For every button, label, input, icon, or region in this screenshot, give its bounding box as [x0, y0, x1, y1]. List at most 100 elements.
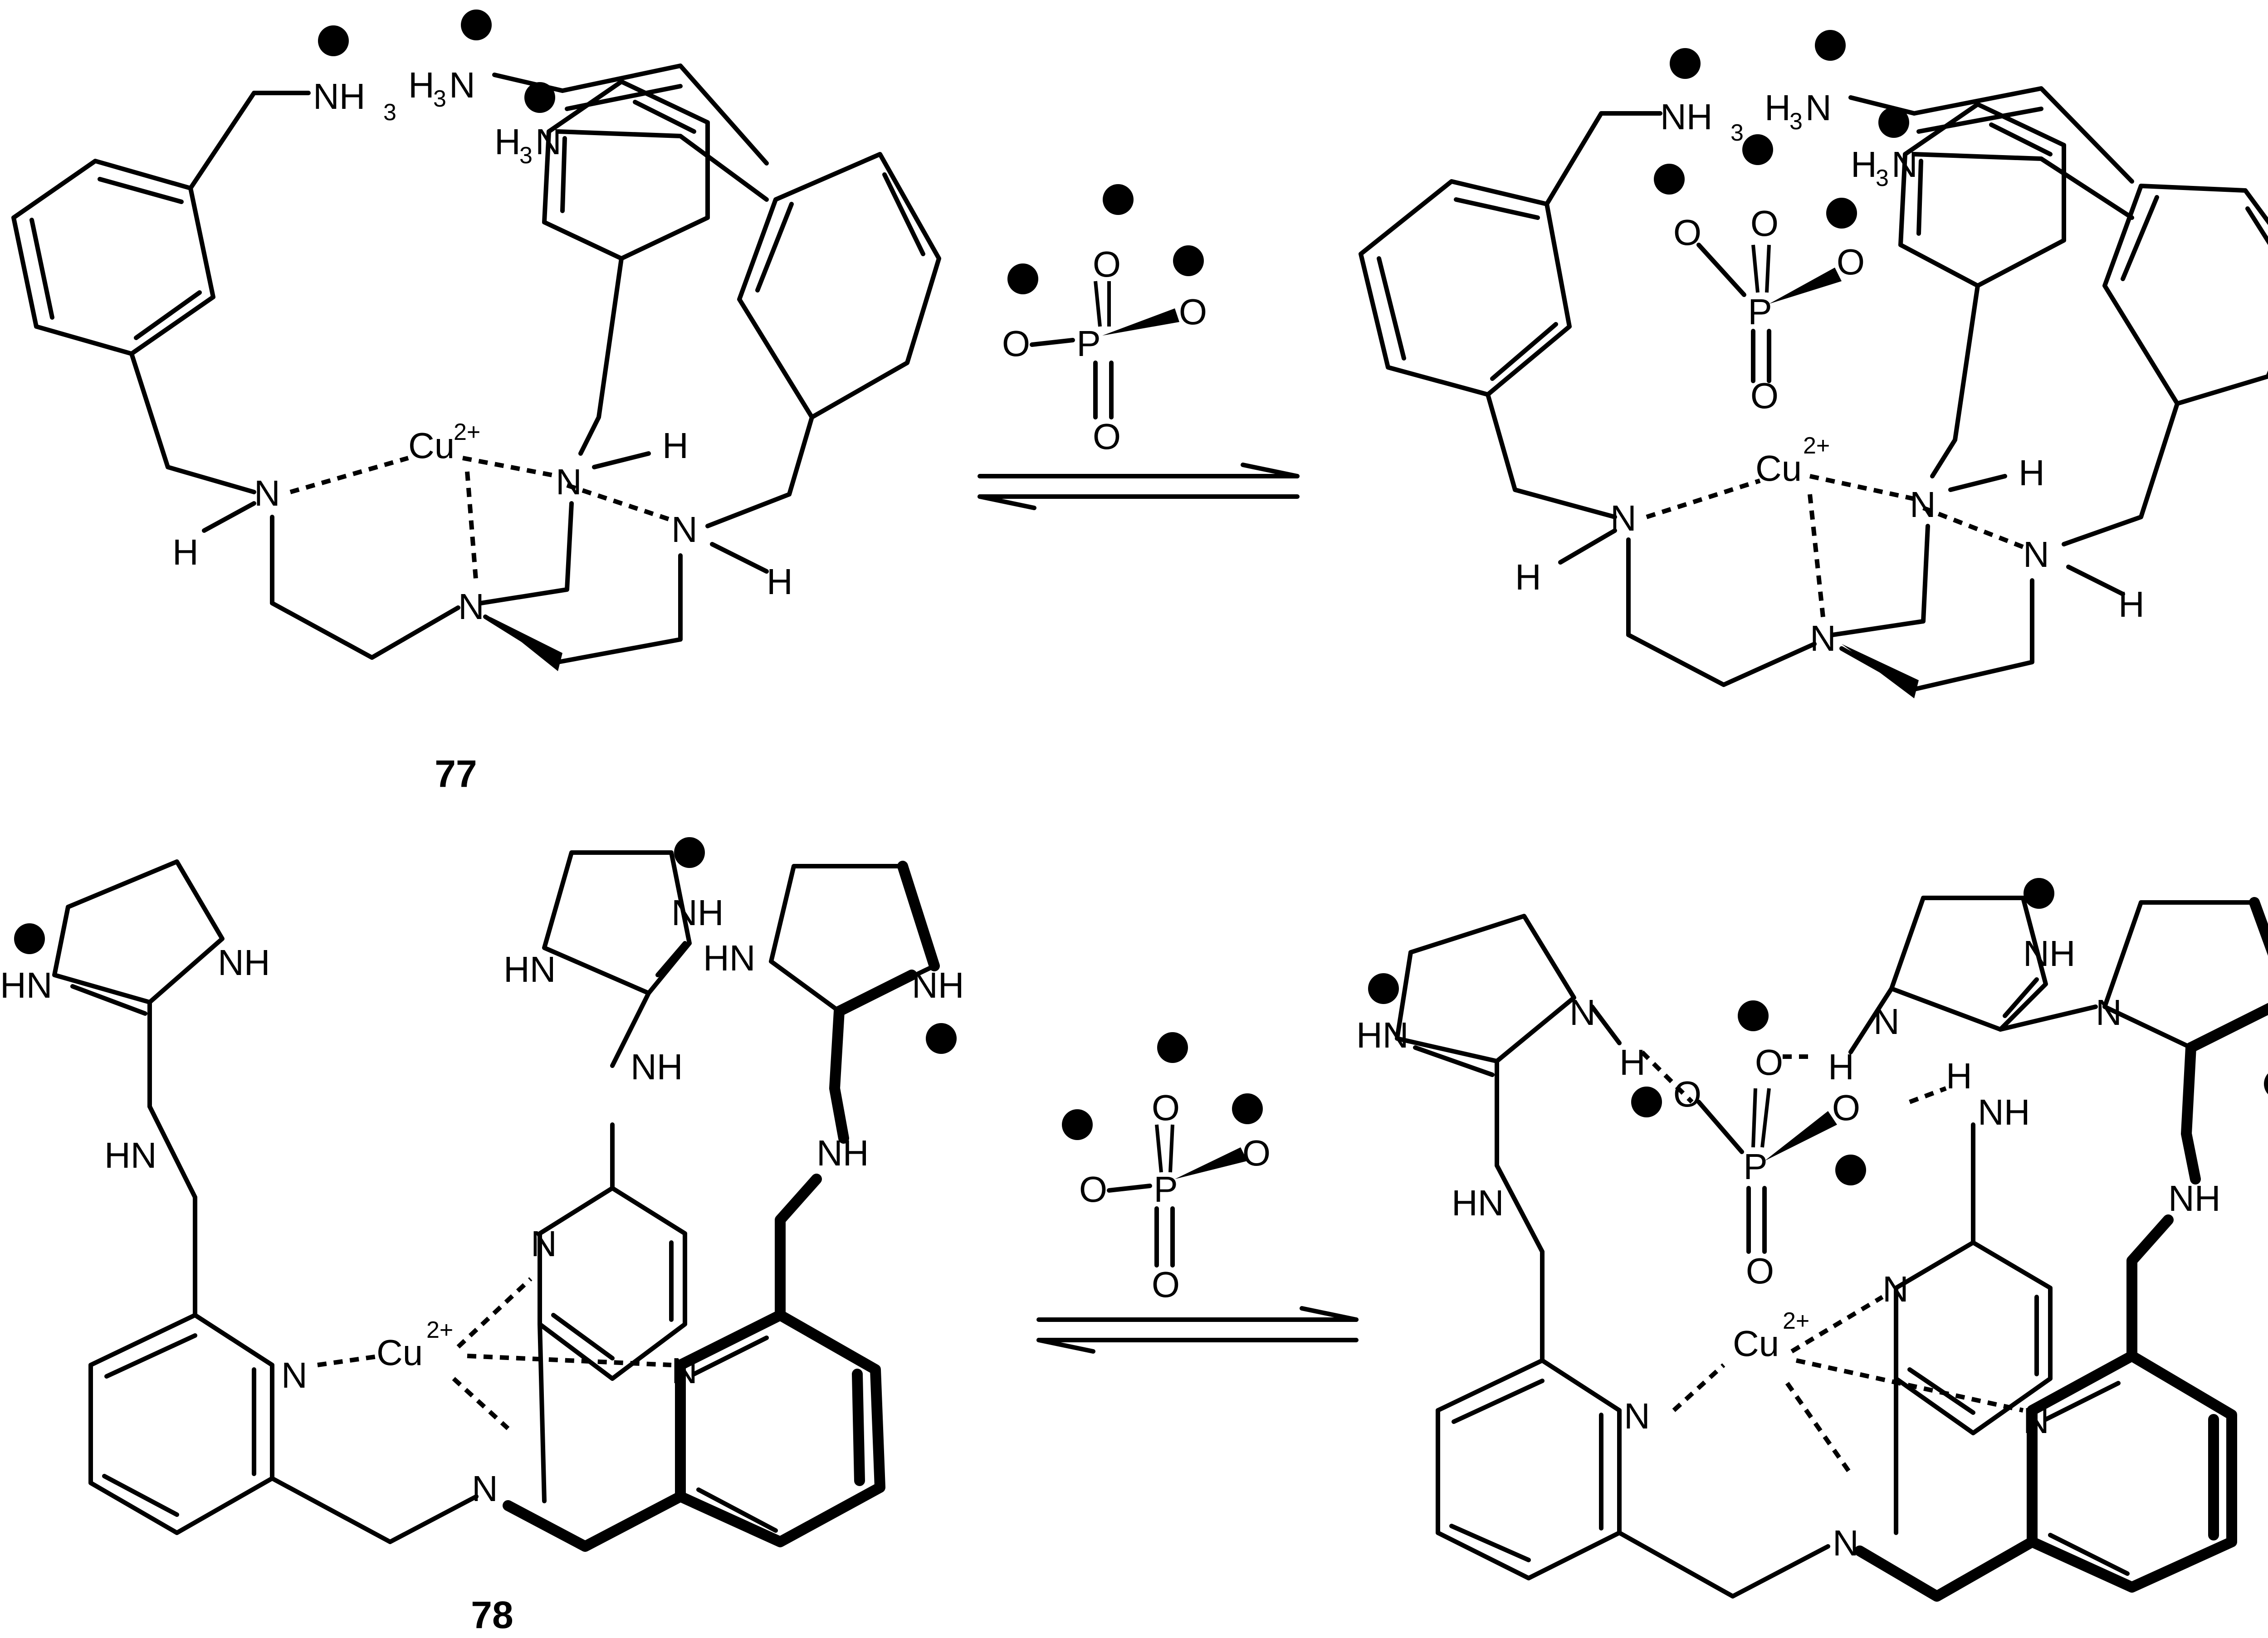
plus-charge-icon [1815, 30, 1846, 61]
minus-charge-icon [1826, 198, 1857, 229]
minus-charge-icon [1157, 1032, 1188, 1063]
minus-charge-icon [1742, 134, 1773, 165]
atom-label: O [1755, 1042, 1783, 1082]
atom-label: N [254, 473, 280, 513]
atom-label: 3 [1789, 108, 1803, 135]
atom-label: N [671, 509, 698, 550]
atom-label: O [1750, 375, 1779, 416]
atom-label: N [472, 1468, 498, 1509]
atom-label: Cu [1733, 1323, 1779, 1364]
atom-label: N [2096, 992, 2122, 1033]
plus-charge-icon [1368, 973, 1399, 1004]
atom-label: Cu [408, 425, 455, 466]
atom-label: NH [218, 942, 270, 983]
atom-label: H [1828, 1047, 1854, 1087]
atom-label: O [1152, 1264, 1180, 1305]
charge-label: 2+ [426, 1317, 453, 1343]
atom-label: N [1569, 992, 1596, 1033]
atom-label: O [1179, 292, 1207, 332]
atom-label: N [1873, 1001, 1900, 1042]
atom-label: 3 [433, 86, 446, 112]
atom-label: O [1832, 1087, 1860, 1128]
atom-label: H [1851, 144, 1877, 185]
atom-label: NH [1978, 1092, 2030, 1132]
structure-77-complex: N H N N H N H Cu 2+ NH 3 H 3 N H 3 N P O… [1359, 30, 2268, 698]
atom-label: O [1746, 1251, 1774, 1291]
phosphate-reagent-bottom: P O O O O [1062, 1032, 1271, 1305]
plus-charge-icon [524, 82, 555, 113]
compound-label-77: 77 [435, 752, 477, 795]
plus-charge-icon [1878, 107, 1909, 138]
atom-label: O [1002, 323, 1030, 364]
atom-label: Cu [1755, 448, 1802, 488]
structure-77-left: N H N N H N H Cu 2+ NH 3 H 3 N H 3 N 77 [11, 10, 941, 795]
atom-label: N [671, 1350, 698, 1391]
atom-label: Cu [376, 1332, 423, 1373]
plus-charge-icon [926, 1023, 957, 1054]
plus-charge-icon [2024, 878, 2054, 909]
atom-label: N [1610, 498, 1637, 538]
atom-label: N [2023, 1400, 2049, 1441]
atom-label: NH [2023, 933, 2076, 974]
atom-label: N [531, 1224, 557, 1264]
minus-charge-icon [1062, 1109, 1093, 1140]
atom-label: H [662, 425, 689, 466]
atom-label: NH [1660, 97, 1713, 137]
minus-charge-icon [1738, 1000, 1769, 1031]
atom-label: P [1076, 323, 1100, 364]
structure-78-left: N N N N Cu 2+ HN NH HN HN NH NH HN NH NH… [0, 837, 964, 1636]
equilibrium-arrows-bottom [1036, 1306, 1359, 1354]
atom-label: NH [2168, 1178, 2221, 1219]
atom-label: H [408, 65, 435, 105]
minus-charge-icon [1654, 164, 1685, 195]
charge-label: 2+ [1783, 1308, 1809, 1334]
plus-charge-icon [318, 25, 349, 56]
atom-label: N [1910, 484, 1936, 525]
atom-label: P [1748, 292, 1772, 332]
atom-label: N [1892, 144, 1918, 185]
minus-charge-icon [1103, 184, 1134, 215]
atom-label: N [449, 65, 475, 105]
minus-charge-icon [1835, 1155, 1866, 1185]
minus-charge-icon [1173, 245, 1204, 276]
minus-charge-icon [1232, 1093, 1263, 1124]
atom-label: NH [912, 965, 964, 1005]
atom-label: 3 [383, 99, 396, 126]
atom-label: O [1079, 1169, 1107, 1209]
atom-label: N [556, 462, 582, 502]
atom-label: N [281, 1355, 308, 1395]
atom-label: O [1837, 242, 1865, 282]
atom-label: N [2023, 534, 2049, 575]
atom-label: H [172, 532, 199, 572]
atom-label: N [1805, 88, 1832, 128]
compound-label-78: 78 [471, 1594, 513, 1636]
atom-label: H [2118, 584, 2145, 624]
atom-label: HN [104, 1135, 157, 1175]
charge-label: 2+ [1803, 433, 1830, 459]
atom-label: O [1750, 203, 1779, 244]
atom-label: P [1154, 1169, 1178, 1209]
minus-charge-icon [1631, 1087, 1662, 1117]
phosphate-reagent-top: P O O O O [1002, 184, 1207, 457]
atom-label: H [494, 122, 521, 162]
atom-label: H [767, 561, 793, 602]
atom-label: H [1765, 88, 1791, 128]
minus-charge-icon [1007, 263, 1038, 294]
atom-label: O [1152, 1087, 1180, 1128]
atom-label: HN [1452, 1183, 1504, 1223]
atom-label: N [1833, 1523, 1859, 1563]
charge-label: 2+ [454, 419, 480, 445]
plus-charge-icon [461, 10, 492, 40]
atom-label: NH [313, 76, 366, 117]
structure-78-complex: N N N N Cu 2+ HN N H HN N H NH H NH N NH… [1356, 878, 2268, 1602]
atom-label: O [1093, 416, 1121, 457]
atom-label: H [1946, 1056, 1972, 1096]
atom-label: NH [816, 1133, 869, 1173]
atom-label: NH [631, 1047, 683, 1087]
equilibrium-arrows-top [978, 463, 1300, 510]
atom-label: N [1882, 1269, 1909, 1309]
atom-label: HN [503, 949, 556, 990]
plus-charge-icon [1670, 48, 1701, 79]
atom-label: HN [0, 965, 53, 1005]
atom-label: 3 [1730, 120, 1744, 146]
